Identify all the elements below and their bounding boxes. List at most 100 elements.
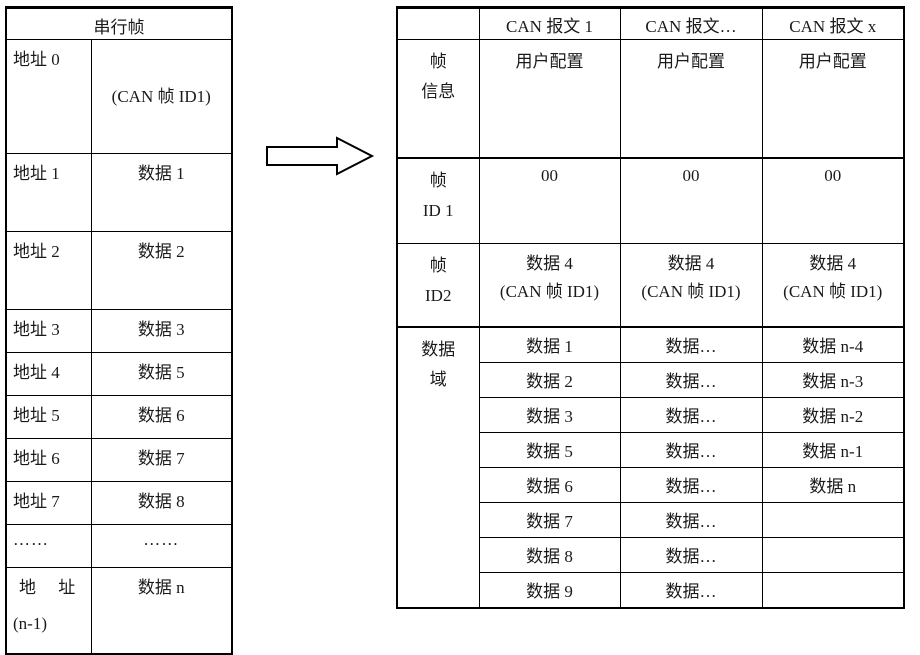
table-row: 地址 2 数据 2 xyxy=(5,231,233,310)
frame-id2-value-1-line1: 数据 4 xyxy=(526,254,573,273)
data-cell: 数据… xyxy=(619,326,763,363)
row-label-frame-info: 帧 信息 xyxy=(396,39,480,159)
row-label-frame-info-line2: 信息 xyxy=(421,82,456,101)
address-cell-last: 地 址 (n-1) xyxy=(5,567,92,655)
data-cell: 数据… xyxy=(619,467,763,503)
row-label-frame-id1-line1: 帧 xyxy=(429,171,447,190)
row-label-data-field-line2: 域 xyxy=(429,370,447,389)
corner-cell xyxy=(396,6,480,40)
frame-info-value-2: 用户配置 xyxy=(619,39,763,159)
table-row: 地址 0 (CAN 帧 ID1) xyxy=(5,39,233,154)
table-row-data: 数据 6 数据… 数据 n xyxy=(397,467,905,503)
value-cell-6: 数据 7 xyxy=(90,438,233,482)
data-cell: 数据… xyxy=(619,572,763,609)
table-row: 地址 4 数据 5 xyxy=(5,352,233,396)
frame-id1-value-2: 00 xyxy=(619,157,763,244)
row-label-frame-id1: 帧 ID 1 xyxy=(396,157,480,244)
frame-id2-value-3-line1: 数据 4 xyxy=(809,254,857,273)
table-row: 地址 1 数据 1 xyxy=(5,153,233,232)
address-cell-2: 地址 2 xyxy=(5,231,92,310)
conversion-arrow-icon xyxy=(266,136,375,176)
column-header-2: CAN 报文… xyxy=(619,6,763,40)
address-cell-6: 地址 6 xyxy=(5,438,92,482)
data-cell: 数据 3 xyxy=(478,397,621,433)
value-cell-2: 数据 2 xyxy=(90,231,233,310)
value-cell-0: (CAN 帧 ID1) xyxy=(90,39,233,154)
table-row: 地址 3 数据 3 xyxy=(5,309,233,353)
data-cell: 数据 n-2 xyxy=(761,397,905,433)
frame-id1-value-3: 00 xyxy=(761,157,905,244)
row-label-data-field-line1: 数据 xyxy=(421,340,456,359)
data-cell: 数据… xyxy=(619,397,763,433)
left-table-title: 串行帧 xyxy=(5,6,233,40)
address-last-line1: 地 址 xyxy=(19,578,85,597)
value-cell-1: 数据 1 xyxy=(90,153,233,232)
data-cell: 数据… xyxy=(619,537,763,573)
frame-id2-value-2-line2: (CAN 帧 ID1) xyxy=(641,282,741,301)
data-cell: 数据… xyxy=(619,432,763,468)
row-label-frame-id2-line2: ID2 xyxy=(425,286,452,305)
frame-id2-value-1-line2: (CAN 帧 ID1) xyxy=(499,282,600,301)
table-row-frame-id2: 帧 ID2 数据 4 (CAN 帧 ID1) 数据 4 (CAN 帧 ID1) … xyxy=(396,243,905,328)
address-last-line2: (n-1) xyxy=(13,614,47,633)
address-cell-0: 地址 0 xyxy=(5,39,92,154)
address-cell-ellipsis: …… xyxy=(5,524,92,568)
table-row-data: 数据 3 数据… 数据 n-2 xyxy=(397,397,905,433)
value-cell-3: 数据 3 xyxy=(90,309,233,353)
address-cell-5: 地址 5 xyxy=(5,395,92,439)
value-cell-5: 数据 6 xyxy=(90,395,233,439)
table-row: 地址 5 数据 6 xyxy=(5,395,233,439)
table-row-data: 数据 域 数据 1 数据… 数据 n-4 xyxy=(396,326,905,609)
frame-id1-value-1: 00 xyxy=(478,157,621,244)
table-row-data: 数据 8 数据… xyxy=(397,537,905,573)
table-row: …… …… xyxy=(5,524,233,568)
row-label-frame-id2-line1: 帧 xyxy=(429,256,447,275)
table-row-data: 数据 2 数据… 数据 n-3 xyxy=(397,362,905,398)
frame-info-value-1: 用户配置 xyxy=(478,39,621,159)
row-label-data-field: 数据 域 xyxy=(396,326,480,609)
address-cell-7: 地址 7 xyxy=(5,481,92,525)
row-label-frame-id1-line2: ID 1 xyxy=(422,201,454,220)
row-label-frame-info-line1: 帧 xyxy=(429,52,447,71)
frame-id2-value-1: 数据 4 (CAN 帧 ID1) xyxy=(478,243,621,328)
data-cell: 数据 n-4 xyxy=(761,326,905,363)
table-row: 地址 7 数据 8 xyxy=(5,481,233,525)
frame-id2-value-3-line2: (CAN 帧 ID1) xyxy=(783,282,883,301)
value-cell-last: 数据 n xyxy=(90,567,233,655)
row-label-frame-id2: 帧 ID2 xyxy=(396,243,480,328)
column-header-3: CAN 报文 x xyxy=(761,6,905,40)
value-cell-7: 数据 8 xyxy=(90,481,233,525)
data-cell: 数据… xyxy=(619,502,763,538)
table-row-header: CAN 报文 1 CAN 报文… CAN 报文 x xyxy=(396,6,905,40)
table-row: 地 址 (n-1) 数据 n xyxy=(5,567,233,655)
value-cell-ellipsis: …… xyxy=(90,524,233,568)
table-row-frame-info: 帧 信息 用户配置 用户配置 用户配置 xyxy=(396,39,905,159)
data-cell: 数据 1 xyxy=(478,326,621,363)
frame-id2-value-2: 数据 4 (CAN 帧 ID1) xyxy=(619,243,763,328)
data-cell: 数据 9 xyxy=(478,572,621,609)
data-cell: 数据… xyxy=(619,362,763,398)
table-row-data: 数据 7 数据… xyxy=(397,502,905,538)
frame-id2-value-2-line1: 数据 4 xyxy=(667,254,715,273)
data-cell xyxy=(761,572,905,609)
table-row: 地址 6 数据 7 xyxy=(5,438,233,482)
address-cell-1: 地址 1 xyxy=(5,153,92,232)
data-cell xyxy=(761,537,905,573)
table-row-data: 数据 9 数据… xyxy=(397,572,905,609)
data-cell: 数据 5 xyxy=(478,432,621,468)
table-row-frame-id1: 帧 ID 1 00 00 00 xyxy=(396,157,905,244)
data-cell: 数据 n-3 xyxy=(761,362,905,398)
frame-id2-value-3: 数据 4 (CAN 帧 ID1) xyxy=(761,243,905,328)
address-cell-4: 地址 4 xyxy=(5,352,92,396)
data-cell: 数据 7 xyxy=(478,502,621,538)
column-header-1: CAN 报文 1 xyxy=(478,6,621,40)
data-cell xyxy=(761,502,905,538)
table-row-data: 数据 5 数据… 数据 n-1 xyxy=(397,432,905,468)
can-messages-table: CAN 报文 1 CAN 报文… CAN 报文 x 帧 信息 用户配置 用户配置… xyxy=(396,6,905,609)
data-cell: 数据 n xyxy=(761,467,905,503)
frame-info-value-3: 用户配置 xyxy=(761,39,905,159)
data-cell: 数据 6 xyxy=(478,467,621,503)
table-row-header: 串行帧 xyxy=(5,6,233,40)
serial-frame-table: 串行帧 地址 0 (CAN 帧 ID1) 地址 1 数据 1 地址 2 数据 2… xyxy=(5,6,233,655)
data-cell: 数据 8 xyxy=(478,537,621,573)
